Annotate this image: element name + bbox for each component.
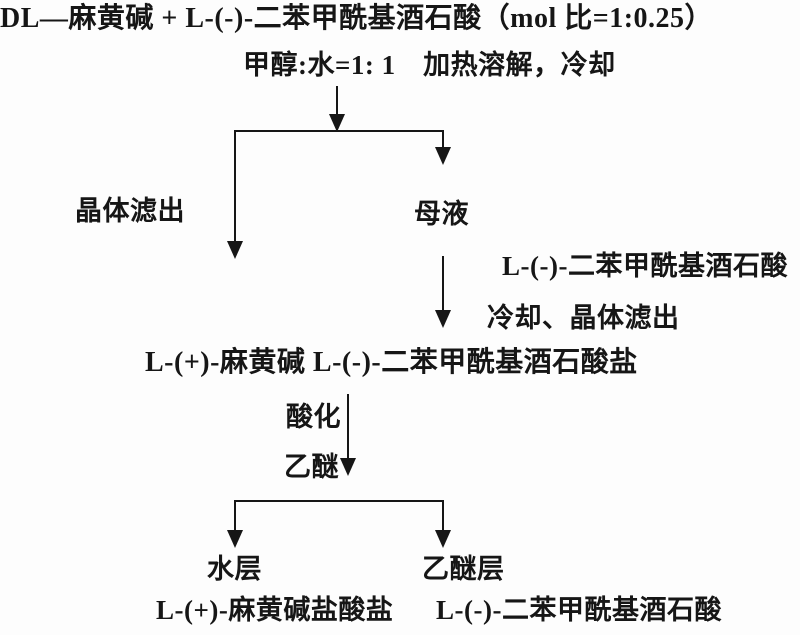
- split-bar-first: [234, 130, 444, 132]
- arrowhead-water-layer: [227, 530, 243, 548]
- product-ether-layer-label: L-(-)-二苯甲酰基酒石酸: [436, 595, 722, 625]
- product-water-layer-label: L-(+)-麻黄碱盐酸盐: [156, 595, 394, 625]
- flow-line-ether-layer: [442, 501, 444, 530]
- arrowhead-mother-liquor: [435, 147, 451, 165]
- water-layer-label: 水层: [207, 554, 262, 584]
- reagent-added-label: L-(-)-二苯甲酰基酒石酸: [502, 251, 788, 281]
- flow-line-acidify: [347, 394, 349, 458]
- intermediate-salt-label: L-(+)-麻黄碱 L-(-)-二苯甲酰基酒石酸盐: [145, 347, 638, 378]
- flow-line-water-layer: [234, 501, 236, 530]
- arrowhead-reagent-step: [435, 310, 451, 328]
- arrowhead-acidify: [340, 458, 356, 476]
- flow-line-crystal: [234, 131, 236, 241]
- ether-label: 乙醚: [284, 452, 339, 482]
- acidification-label: 酸化: [286, 402, 341, 432]
- cool-crystal-filter-label: 冷却、晶体滤出: [487, 303, 680, 333]
- flow-line-reagent-step: [442, 256, 444, 310]
- arrowhead-top: [329, 114, 345, 132]
- arrowhead-crystal: [227, 241, 243, 259]
- dissolve-condition-label: 甲醇:水=1: 1 加热溶解，冷却: [243, 50, 616, 80]
- split-bar-second: [234, 500, 444, 502]
- mother-liquor-label: 母液: [414, 199, 469, 229]
- arrowhead-ether-layer: [435, 530, 451, 548]
- reactants-title: DL—麻黄碱 + L-(-)-二苯甲酰基酒石酸（mol 比=1:0.25）: [0, 3, 714, 34]
- crystal-filter-label: 晶体滤出: [75, 196, 185, 226]
- flow-line-mother-liquor: [442, 131, 444, 147]
- flow-line-top: [336, 86, 338, 114]
- ether-layer-label: 乙醚层: [422, 554, 505, 584]
